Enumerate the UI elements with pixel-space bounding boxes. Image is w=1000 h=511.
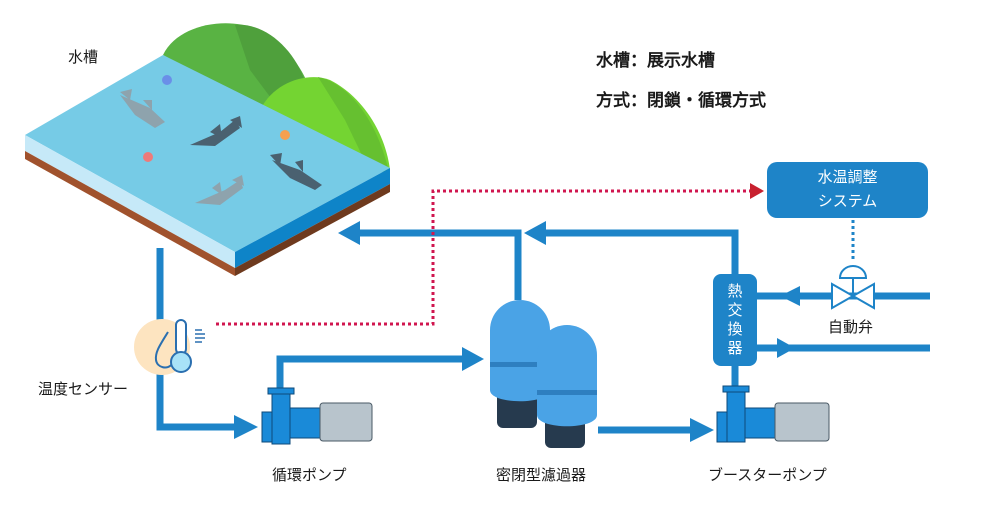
circulation-pump-label: 循環ポンプ bbox=[272, 466, 347, 484]
heat-lines-icon bbox=[195, 329, 205, 343]
method-info: 方式：閉鎖・循環方式 bbox=[596, 91, 766, 111]
sealed-filter-icon[interactable] bbox=[490, 300, 597, 448]
filter-1-band bbox=[490, 362, 550, 367]
pump-inlet-flange bbox=[261, 411, 273, 443]
pump-bearing bbox=[289, 407, 321, 439]
arrow-hot-in bbox=[780, 286, 800, 306]
pipe-hx-return bbox=[545, 229, 739, 274]
signal-arrow-head bbox=[750, 183, 764, 199]
pipes bbox=[156, 229, 930, 434]
temp-control-box[interactable] bbox=[767, 162, 928, 218]
filter-2-body bbox=[537, 325, 597, 427]
water-surface bbox=[25, 55, 390, 252]
pipe-pump-to-filter bbox=[276, 355, 470, 388]
pump-motor bbox=[319, 402, 373, 442]
jellyfish-icon bbox=[280, 130, 290, 140]
arrow-into-filter bbox=[462, 347, 484, 371]
filter-1-body bbox=[490, 300, 550, 402]
fish-icon bbox=[270, 153, 322, 190]
tank-type-info: 水槽：展示水槽 bbox=[596, 51, 715, 71]
valve-actuator bbox=[838, 265, 868, 279]
temperature-sensor-label: 温度センサー bbox=[38, 380, 129, 398]
auto-valve-label: 自動弁 bbox=[828, 318, 874, 336]
pipe-filter-return bbox=[360, 229, 522, 300]
valve-body-left bbox=[831, 282, 856, 310]
pump-outlet-flange bbox=[267, 387, 295, 395]
temp-control-label-1: 水温調整 bbox=[817, 168, 878, 186]
pump-inlet-flange bbox=[716, 411, 728, 443]
valve-body-right bbox=[850, 282, 875, 310]
tank-label: 水槽 bbox=[68, 48, 99, 66]
aquarium-tank bbox=[25, 23, 390, 276]
pump-motor bbox=[774, 402, 830, 442]
hx-char: 熱 bbox=[727, 282, 743, 300]
fish-icon bbox=[120, 89, 165, 128]
fish-icon bbox=[190, 116, 242, 146]
arrow-into-circ-pump bbox=[234, 415, 258, 439]
booster-pump-icon[interactable] bbox=[716, 385, 830, 443]
pump-volute bbox=[271, 393, 291, 445]
tank-side-right bbox=[235, 168, 390, 268]
tank-soil-right bbox=[235, 184, 390, 276]
signal-line bbox=[216, 183, 764, 326]
heat-exchanger[interactable] bbox=[713, 274, 757, 366]
filter-1-base bbox=[497, 392, 537, 428]
hill-front-side bbox=[318, 77, 388, 176]
auto-valve-icon[interactable] bbox=[831, 265, 875, 310]
pump-bearing bbox=[744, 407, 776, 439]
pump-volute bbox=[726, 391, 746, 443]
arrow-to-tank bbox=[338, 221, 360, 245]
flow-arrows bbox=[234, 221, 800, 442]
thermometer-bulb bbox=[170, 351, 192, 373]
temp-control-label-2: システム bbox=[817, 192, 878, 210]
jellyfish-icon bbox=[162, 75, 172, 85]
arrow-to-filter-return bbox=[524, 221, 546, 245]
hill-front bbox=[260, 77, 390, 175]
arrow-into-booster bbox=[690, 418, 714, 442]
pipe-tank-to-pump bbox=[156, 248, 240, 431]
pump-outlet-flange bbox=[722, 385, 750, 393]
arrow-hot-out bbox=[777, 338, 795, 358]
thermometer-stem bbox=[175, 319, 187, 355]
booster-pump-label: ブースターポンプ bbox=[708, 466, 827, 484]
tank-side-left bbox=[25, 135, 235, 268]
heat-exchanger-label: 熱 交 換 器 bbox=[724, 282, 746, 358]
temperature-sensor-icon[interactable] bbox=[134, 319, 205, 375]
signal-path bbox=[216, 189, 752, 326]
hx-char: 換 bbox=[727, 320, 743, 338]
water-drop-icon bbox=[154, 331, 173, 369]
jellyfish-icon bbox=[143, 152, 153, 162]
sealed-filter-label: 密閉型濾過器 bbox=[496, 466, 587, 484]
fish-icon bbox=[195, 175, 244, 205]
hx-char: 交 bbox=[727, 301, 743, 319]
tank-soil-left bbox=[25, 151, 235, 276]
filter-2-band bbox=[537, 390, 597, 395]
circulation-pump-icon[interactable] bbox=[261, 387, 373, 445]
hx-char: 器 bbox=[727, 339, 743, 357]
